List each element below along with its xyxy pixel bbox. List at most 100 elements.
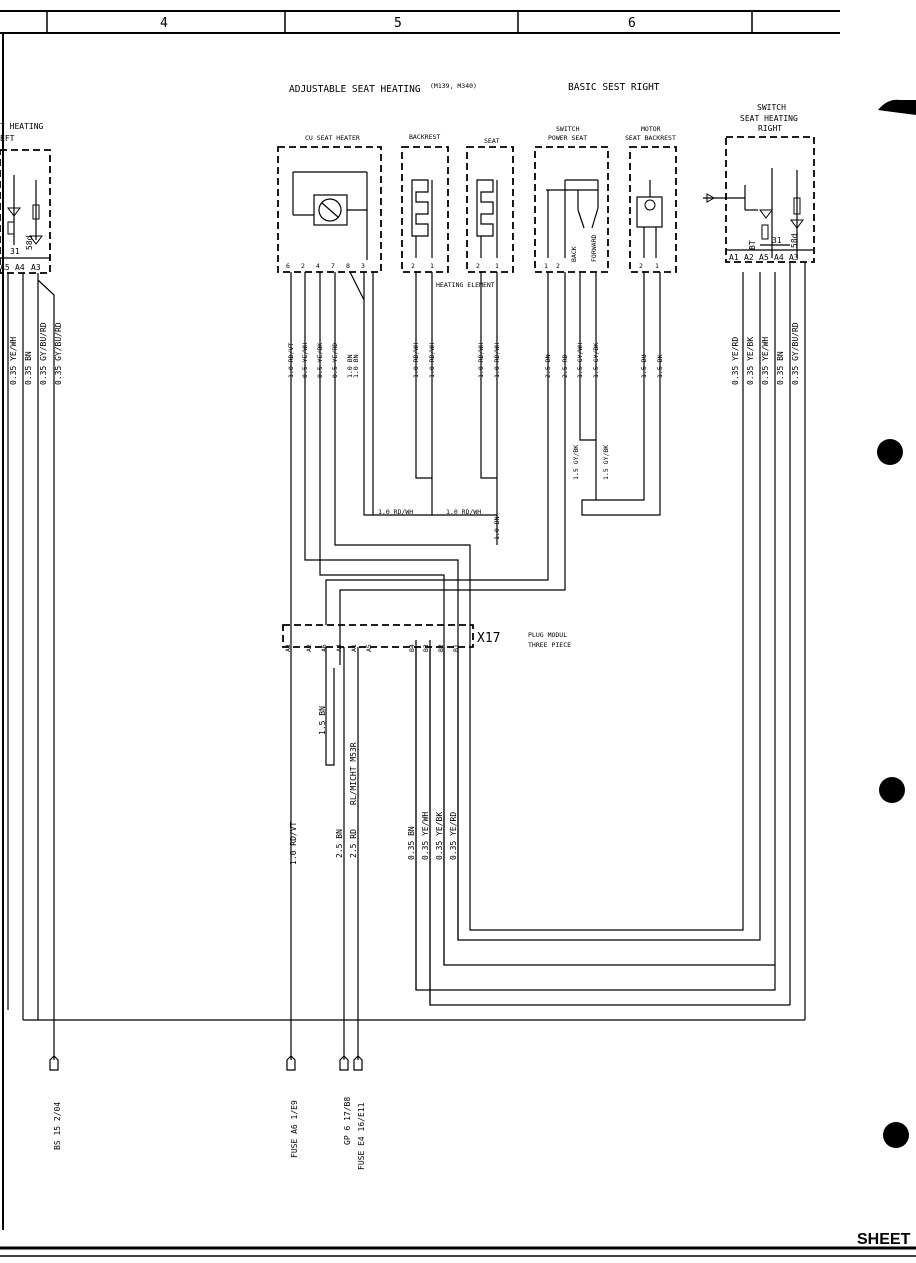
- wire-label: 0.5 YE/RD: [331, 343, 339, 378]
- wire-label: 0.35 YE/BK: [435, 812, 444, 860]
- terminal-label: FUSE A6 1/E9: [290, 1100, 299, 1158]
- pin-label: A5: [0, 263, 10, 272]
- wires-left: [7, 273, 805, 1060]
- wire-label: 0.35 GY/BU/RD: [39, 322, 48, 385]
- plug-label: PLUG MODUL: [528, 631, 567, 639]
- pin-label: 2: [639, 262, 643, 270]
- wire-label: 1.5 BU: [640, 354, 648, 378]
- pin-label: 8: [346, 262, 350, 270]
- wires-heating: [372, 272, 498, 545]
- left-switch-internals: 31 58d A5 A4 A3: [0, 175, 50, 272]
- forward-label: FORWARD: [590, 235, 598, 262]
- column-number: 5: [394, 16, 402, 31]
- wire-label: RL/MICHT M53R: [349, 742, 358, 805]
- terminal-label: FUSE E4 16/E11: [357, 1102, 366, 1170]
- wire-label: 0.35 GY/BU/RD: [791, 322, 800, 385]
- wire-label: 1.5 GY/WH: [576, 343, 584, 378]
- wire-label: 0.35 YE/WH: [9, 337, 18, 385]
- wires-lower: [325, 647, 459, 1060]
- wire-label: 1.0 RD/WH: [378, 508, 413, 516]
- wire-label: 1.0 RD/WH: [428, 343, 436, 378]
- heating-element-label: HEATING ELEMENT: [436, 281, 495, 289]
- pin-label: 58d: [25, 235, 34, 250]
- column-header: 4 5 6: [0, 10, 840, 34]
- pin-label: 7: [331, 262, 335, 270]
- wire-label: 1.0 RD/VT: [289, 821, 298, 865]
- wires-power-seat: [325, 272, 661, 665]
- pin-label: B2: [437, 644, 445, 652]
- pin-label: A3: [789, 253, 799, 262]
- pin-label: A2: [305, 644, 313, 652]
- wire-label: 1.0 RD/WH: [477, 343, 485, 378]
- wire-label: 0.5 YE/WH: [301, 343, 309, 378]
- wire-label: 0.35 YE/WH: [421, 812, 430, 860]
- pin-label: A4: [15, 263, 25, 272]
- seat-heating-element: 2 1: [476, 179, 499, 270]
- wire-label: 1.0 BN: [352, 354, 360, 378]
- wire-label: 1.0 RD/WH: [493, 343, 501, 378]
- wire-label: 1.5 GY/BK: [572, 445, 580, 480]
- pin-label: 2: [411, 262, 415, 270]
- title-note: (M139, M340): [430, 82, 477, 90]
- wire-label: 0.35 BN: [407, 826, 416, 860]
- pin-label: 1: [430, 262, 434, 270]
- wire-label: 1.5 GY/BK: [592, 343, 600, 378]
- cu-seat-heater-internals: 6 2 4 7 8 3: [286, 171, 368, 270]
- wire-label: 1.5 GY/BK: [602, 445, 610, 480]
- wire-label: 1.0 BN: [346, 354, 354, 378]
- motor-label-2: SEAT BACKREST: [625, 134, 676, 142]
- pin-label: 4: [316, 262, 320, 270]
- wire-label: 1.0 RD/WH: [412, 343, 420, 378]
- pin-label: B1: [452, 644, 460, 652]
- pin-label: BT: [748, 240, 757, 250]
- wire-label: 1.0 BN: [493, 516, 501, 540]
- terminals: [49, 1055, 363, 1071]
- plug-id: X17: [477, 631, 500, 646]
- wire-label: 0.35 BN: [776, 351, 785, 385]
- motor-label: MOTOR: [641, 125, 661, 133]
- terminal-label: GP 6 17/B8: [343, 1097, 352, 1145]
- component-boxes: [0, 136, 815, 274]
- wires-cu: [290, 271, 776, 1060]
- wire-label: 2.5 BN: [335, 829, 344, 858]
- pin-label: 31: [772, 236, 782, 245]
- pin-label: A3: [284, 644, 292, 652]
- pin-label: A5: [759, 253, 769, 262]
- back-label: BACK: [570, 246, 578, 262]
- wire-label: 0.35 YE/RD: [449, 812, 458, 860]
- left-switch-title-2: EFT: [0, 134, 15, 143]
- pin-label: 1: [544, 262, 548, 270]
- motor-internals: 2 1: [636, 180, 663, 270]
- wire-label: 0.35 GY/BU/RD: [54, 322, 63, 385]
- pin-label: A5: [365, 644, 373, 652]
- switch-right-label-3: RIGHT: [758, 124, 782, 133]
- pin-label: B4: [408, 644, 416, 652]
- wire-label: 0.35 YE/WH: [761, 337, 770, 385]
- wire-label: 1.5 BN: [318, 706, 327, 735]
- wire-label: 1.0 RD/VT: [287, 343, 295, 378]
- switch-power-seat-internals: 1 2 BACK FORWARD: [544, 179, 599, 270]
- wire-label: 0.5 YE/BK: [316, 343, 324, 378]
- wire-label: 2.5 BN: [544, 354, 552, 378]
- terminal-label: BS 15 2/04: [53, 1102, 62, 1150]
- pin-label: 1: [655, 262, 659, 270]
- wire-label: 2.5 RD: [349, 829, 358, 858]
- backrest-heating-element: 2 1: [411, 179, 434, 270]
- pin-label: 2: [476, 262, 480, 270]
- pin-label: 2: [301, 262, 305, 270]
- column-number: 4: [160, 16, 168, 31]
- switch-right-label-2: SEAT HEATING: [740, 114, 798, 123]
- switch-right-label: SWITCH: [757, 103, 786, 112]
- pin-label: 1: [495, 262, 499, 270]
- pin-label: 6: [286, 262, 290, 270]
- wire-label: 0.35 YE/BK: [746, 337, 755, 385]
- left-switch-title: T HEATING: [0, 122, 44, 131]
- pin-label: A3: [31, 263, 41, 272]
- wire-label: 1.5 BK: [656, 354, 664, 378]
- pin-label: 31: [10, 247, 20, 256]
- sheet-label: SHEET: [857, 1231, 911, 1248]
- wire-label: 0.35 BN: [24, 351, 33, 385]
- backrest-label: BACKREST: [409, 133, 440, 141]
- switch-power-seat-label-2: POWER SEAT: [548, 134, 587, 142]
- switch-right-internals: BT 31 58d A1 A2 A5 A4 A3: [703, 168, 814, 262]
